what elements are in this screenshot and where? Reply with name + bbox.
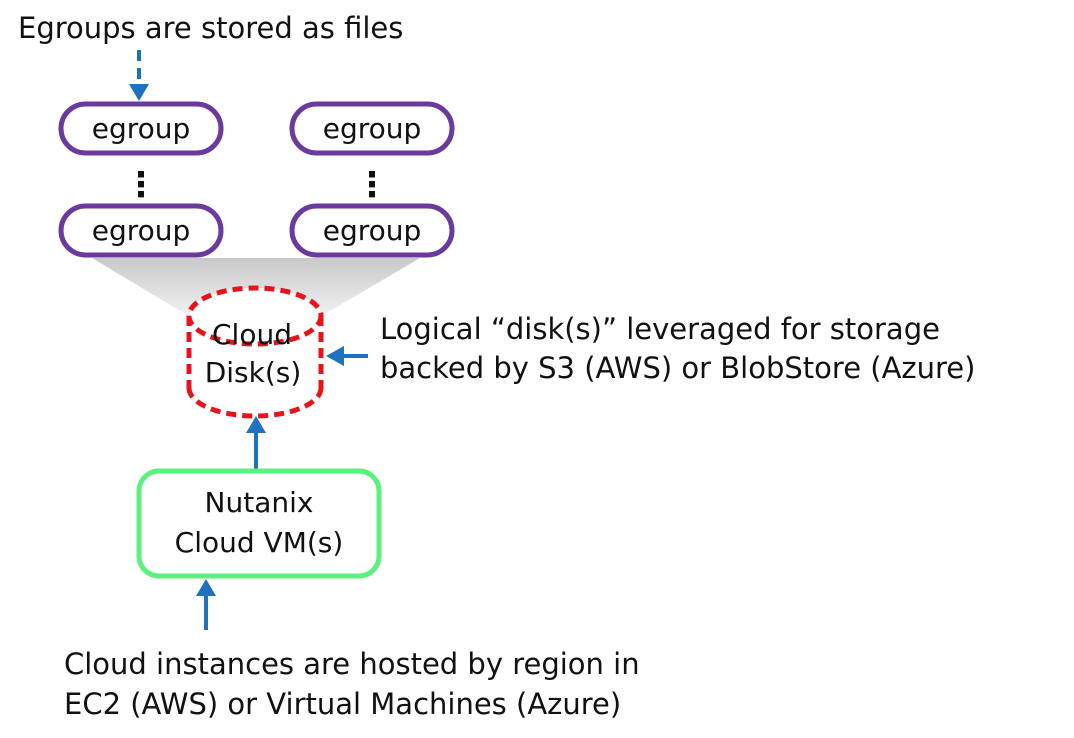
egroup-box: [289, 101, 455, 156]
cloud-vm-box: Nutanix Cloud VM(s): [136, 468, 382, 579]
egroup-column-1: egroup ⋮ egroup: [58, 101, 224, 258]
disk-note-line2: backed by S3 (AWS) or BlobStore (Azure): [380, 351, 975, 385]
arrow-note-to-disk: [326, 346, 368, 366]
bottom-caption-line1: Cloud instances are hosted by region in: [64, 647, 640, 681]
arrow-to-egroups: [129, 50, 149, 101]
egroup-box: [58, 101, 224, 156]
egroup-label: egroup: [92, 214, 191, 247]
arrow-caption-to-vm: [196, 579, 216, 630]
egroup-column-2: egroup ⋮ egroup: [289, 101, 455, 258]
ellipsis: ⋮: [124, 165, 158, 205]
egroup-box: [289, 203, 455, 258]
egroup-box: [58, 203, 224, 258]
arrow-vm-to-disk: [246, 416, 266, 470]
top-caption: Egroups are stored as files: [18, 11, 403, 45]
ellipsis: ⋮: [355, 165, 389, 205]
egroup-label: egroup: [323, 112, 422, 145]
bottom-caption-line2: EC2 (AWS) or Virtual Machines (Azure): [64, 687, 621, 721]
cloud-vm-label-line2: Cloud VM(s): [175, 526, 344, 559]
egroup-label: egroup: [92, 112, 191, 145]
cloud-vm-label-line1: Nutanix: [205, 486, 314, 519]
cloud-disk-label-line1: Cloud: [212, 318, 292, 351]
egroup-label: egroup: [323, 214, 422, 247]
cloud-disk-label-line2: Disk(s): [205, 356, 302, 389]
cloud-disk: Cloud Disk(s): [186, 285, 324, 419]
disk-note-line1: Logical “disk(s)” leveraged for storage: [380, 312, 940, 346]
